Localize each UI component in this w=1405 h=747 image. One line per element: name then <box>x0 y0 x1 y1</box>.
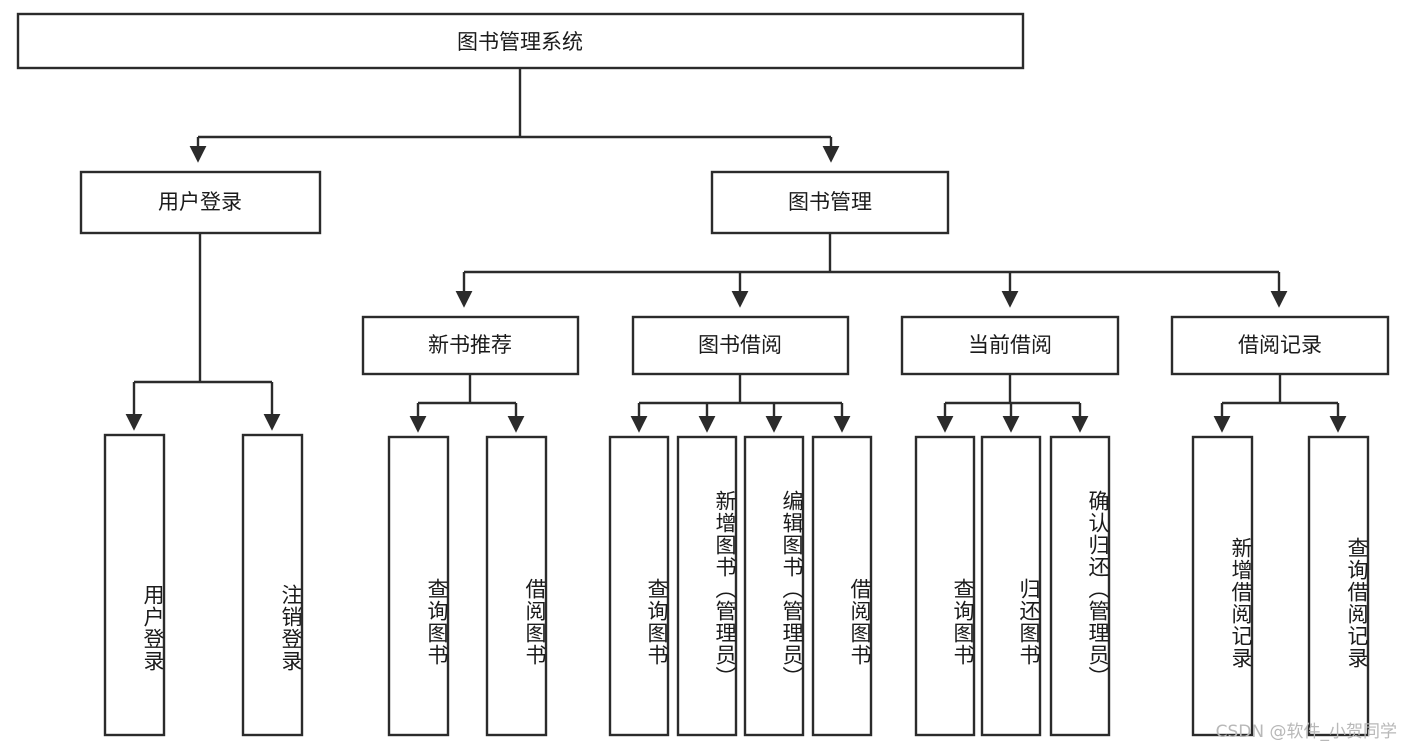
leaf-user-login-box[interactable] <box>103 433 166 737</box>
leaf-query-book-2-box[interactable] <box>608 435 670 737</box>
node-book-management-label: 图书管理 <box>788 190 872 214</box>
leaf-borrow-book-2-box[interactable] <box>811 435 873 737</box>
node-current-borrow-box <box>900 315 1120 376</box>
node-book-borrow-label: 图书借阅 <box>698 333 782 357</box>
leaf-confirm-return-box[interactable] <box>1049 435 1111 737</box>
node-current-borrow[interactable]: 当前借阅 <box>900 315 1120 376</box>
leaf-return-book-box[interactable] <box>980 435 1042 737</box>
node-book-borrow-box <box>631 315 850 376</box>
node-new-book-recommend-label: 新书推荐 <box>428 333 512 357</box>
leaf-user-logout-box[interactable] <box>241 433 304 737</box>
leaf-query-book-1-box[interactable] <box>387 435 450 737</box>
node-root-box <box>16 12 1025 70</box>
leaf-query-record-box[interactable] <box>1307 435 1370 737</box>
node-user-login[interactable]: 用户登录 <box>79 170 322 235</box>
leaf-boxes-group <box>103 433 1370 737</box>
node-borrow-record-label: 借阅记录 <box>1238 333 1322 357</box>
leaf-add-record-box[interactable] <box>1191 435 1254 737</box>
node-new-book-recommend[interactable]: 新书推荐 <box>361 315 580 376</box>
node-root-label: 图书管理系统 <box>457 30 583 54</box>
node-current-borrow-label: 当前借阅 <box>968 333 1052 357</box>
node-user-login-label: 用户登录 <box>158 190 242 214</box>
csdn-watermark: CSDN @软件_小贺同学 <box>1215 722 1397 742</box>
node-book-management[interactable]: 图书管理 <box>710 170 950 235</box>
leaf-borrow-book-1-box[interactable] <box>485 435 548 737</box>
leaf-edit-book-box[interactable] <box>743 435 805 737</box>
leaf-add-book-box[interactable] <box>676 435 738 737</box>
node-book-management-box <box>710 170 950 235</box>
node-book-borrow[interactable]: 图书借阅 <box>631 315 850 376</box>
node-borrow-record[interactable]: 借阅记录 <box>1170 315 1390 376</box>
leaf-query-book-3-box[interactable] <box>914 435 976 737</box>
node-new-book-recommend-box <box>361 315 580 376</box>
node-borrow-record-box <box>1170 315 1390 376</box>
node-root[interactable]: 图书管理系统 <box>16 12 1025 70</box>
